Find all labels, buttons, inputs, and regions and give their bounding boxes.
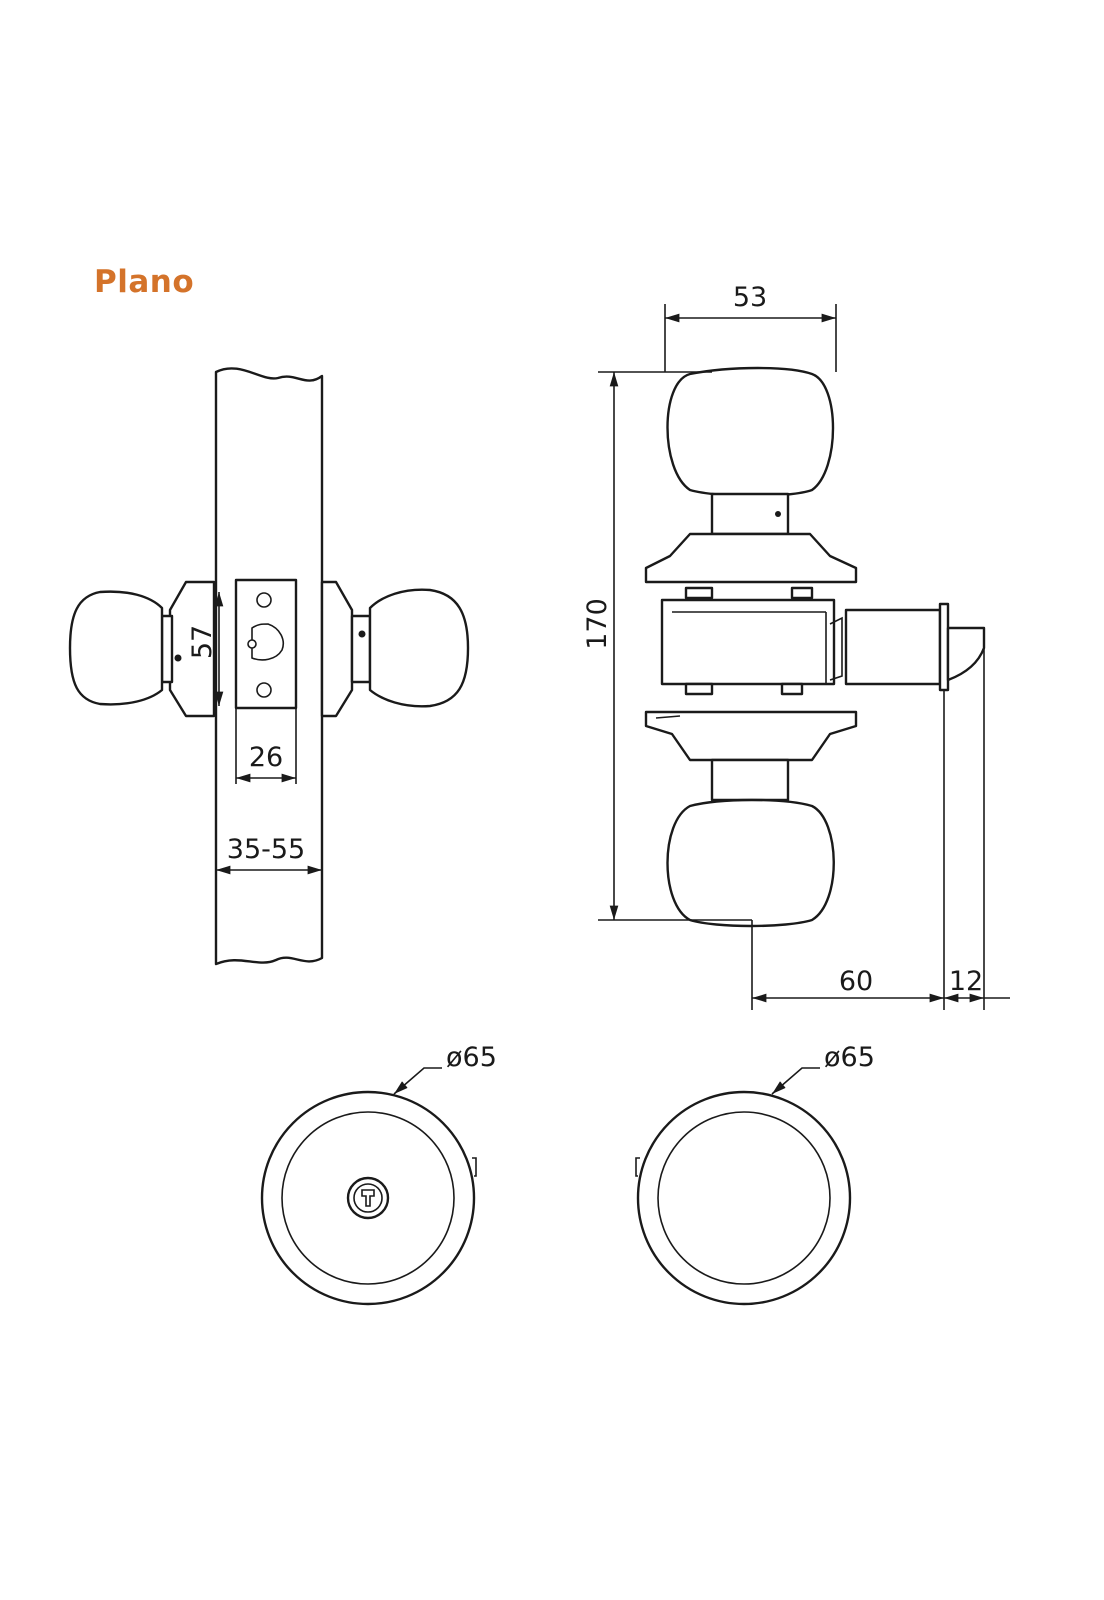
bottom-knob — [666, 798, 835, 928]
top-knob — [666, 366, 835, 498]
key-cylinder — [346, 1176, 390, 1220]
front-view-plain — [635, 1067, 852, 1306]
latch-body — [844, 608, 942, 686]
diameter-left-label: ø65 — [446, 1042, 497, 1073]
drawing-title: Plano — [94, 264, 195, 300]
right-knob — [320, 580, 470, 718]
dim-26-label: 26 — [249, 742, 283, 773]
dim-53-label: 53 — [733, 282, 767, 313]
dim-57-label: 57 — [187, 625, 218, 659]
side-elevation-view — [598, 304, 1010, 1010]
dim-170-label: 170 — [582, 598, 613, 650]
door-slab — [214, 367, 324, 966]
front-view-keyed — [260, 1067, 477, 1306]
dim-35-55-label: 35-55 — [227, 834, 305, 865]
dim-12-label: 12 — [949, 966, 983, 997]
door-section-view — [68, 367, 470, 966]
latch-bolt — [946, 626, 986, 682]
diameter-right-label: ø65 — [824, 1042, 875, 1073]
dim-60-label: 60 — [839, 966, 873, 997]
latch-faceplate — [234, 578, 298, 710]
left-knob — [68, 580, 216, 718]
